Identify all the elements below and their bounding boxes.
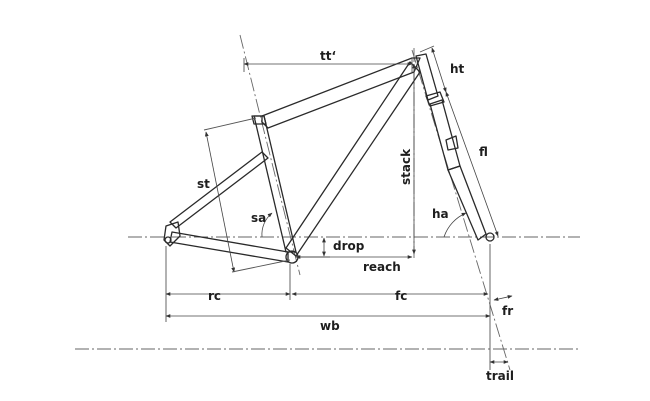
fork-brace bbox=[445, 135, 459, 151]
head-tube-dimension bbox=[431, 47, 447, 93]
seat-stay bbox=[169, 151, 269, 229]
label-head-tube: ht bbox=[450, 62, 465, 76]
fork-rake-dimension bbox=[493, 295, 513, 301]
label-seat-angle: sa bbox=[251, 211, 266, 225]
head-tube-ext bbox=[419, 45, 435, 53]
label-wheelbase: wb bbox=[320, 319, 340, 333]
fork-crown bbox=[425, 91, 445, 107]
head-angle-arc bbox=[443, 212, 467, 238]
seat-tube-ext-bottom bbox=[231, 259, 291, 273]
rear-axle bbox=[164, 236, 172, 244]
label-fork-rake: fr bbox=[502, 304, 513, 318]
bike-frame bbox=[163, 53, 495, 264]
label-trail: trail bbox=[486, 369, 514, 383]
label-front-center: fc bbox=[395, 289, 407, 303]
seat-tube-dimension bbox=[204, 131, 236, 273]
seat-angle-arc bbox=[261, 212, 273, 238]
seat-tube-ext-top bbox=[203, 117, 257, 131]
seat-tube bbox=[253, 115, 297, 253]
top-tube bbox=[261, 57, 421, 129]
label-fork-length: fl bbox=[479, 145, 488, 159]
label-stack: stack bbox=[399, 148, 413, 185]
rear-dropout bbox=[163, 221, 181, 247]
label-seat-tube: st bbox=[197, 177, 210, 191]
label-head-angle: ha bbox=[432, 207, 449, 221]
seat-tube-axis bbox=[239, 34, 301, 276]
label-rear-center: rc bbox=[208, 289, 221, 303]
fork-stanchion bbox=[429, 99, 461, 171]
seat-post bbox=[251, 115, 267, 125]
label-reach: reach bbox=[363, 260, 401, 274]
head-tube-body bbox=[415, 53, 439, 101]
label-top-tube: tt‘ bbox=[320, 49, 336, 63]
fork-length-dimension bbox=[445, 91, 499, 237]
label-drop: drop bbox=[333, 239, 365, 253]
